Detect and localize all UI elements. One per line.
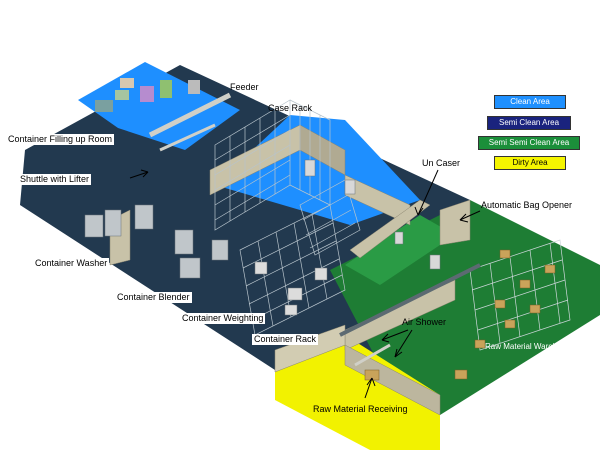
automatic-bag-opener-label: Automatic Bag Opener [481, 200, 573, 210]
dirty-area-floor [275, 335, 440, 450]
container-rack-label: Container Rack [252, 334, 319, 345]
container-filling-up-room-label: Container Filling up Room [6, 134, 115, 145]
semi-semi-clean-inner [345, 215, 455, 285]
legend-item-semi-semi-clean-area: Semi Semi Clean Area [478, 136, 580, 150]
pallet-boxes [364, 249, 556, 381]
filling-room-machines [95, 78, 200, 112]
feeder-label: Feeder [230, 82, 259, 92]
case-rack [214, 99, 331, 231]
conveyor [339, 263, 481, 337]
conveyor [354, 343, 391, 367]
container-weighting-label: Container Weighting [180, 313, 266, 324]
wall-segment [439, 199, 471, 246]
legend-item-semi-clean-area: Semi Clean Area [487, 116, 571, 130]
shuttle-with-lifter-label: Shuttle with Lifter [18, 174, 92, 185]
raw-material-warehouse-label: Raw Material Warehouse [485, 342, 575, 351]
case-rack-label: Case Rack [268, 103, 313, 113]
weighting-machines [254, 261, 328, 316]
raw-material-receiving-label: Raw Material Receiving [313, 404, 408, 414]
legend-item-dirty-area: Dirty Area [494, 156, 566, 170]
washer-machines [84, 204, 229, 279]
clean-area-filling-room [78, 62, 240, 150]
un-caser-label: Un Caser [422, 158, 461, 168]
conveyor [159, 123, 216, 152]
container-rack [239, 204, 346, 336]
wall-segment [344, 344, 441, 416]
clean-zone-machines [304, 159, 441, 270]
air-shower-label: Air Shower [402, 317, 447, 327]
conveyor-rack [299, 179, 361, 256]
container-blender-label: Container Blender [115, 292, 192, 303]
conveyor [148, 92, 232, 138]
legend-item-clean-area: Clean Area [494, 95, 566, 109]
wall-segment [349, 199, 431, 259]
callout-arrows [129, 169, 481, 399]
container-washer-label: Container Washer [33, 258, 110, 269]
